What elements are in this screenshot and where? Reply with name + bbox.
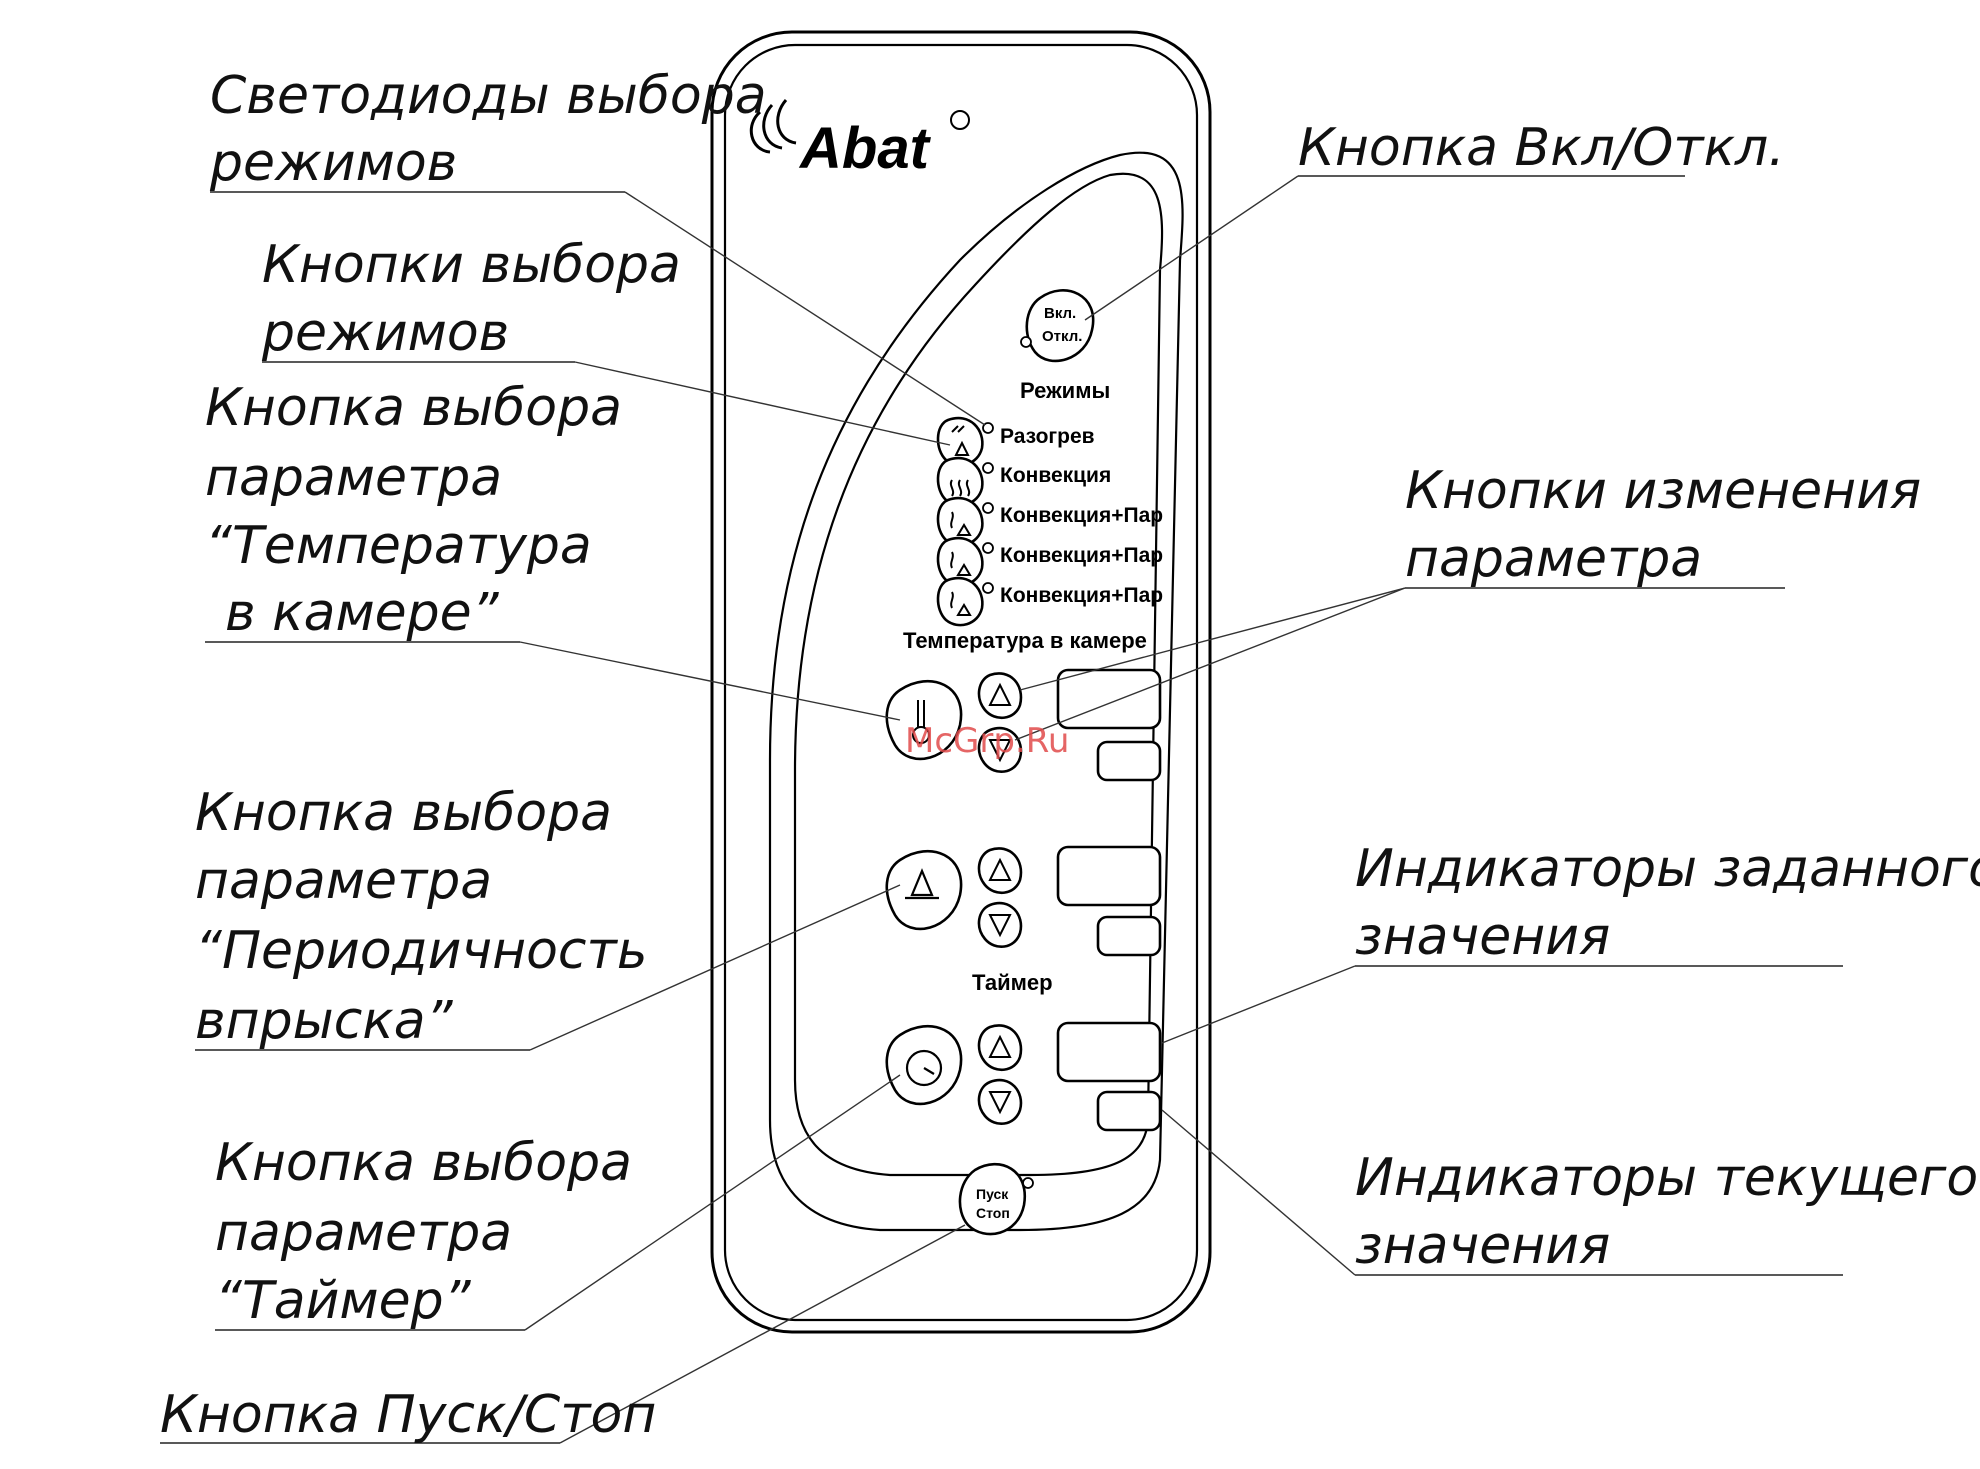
svg-text:Кнопка Вкл/Откл.: Кнопка Вкл/Откл. (1298, 118, 1785, 178)
registered-mark (950, 110, 970, 130)
timer-down-button[interactable] (977, 1078, 1023, 1125)
temperature-title: Температура в камере (903, 628, 1147, 653)
start-stop-led (1022, 1177, 1034, 1189)
svg-text:Кнопки выбора: Кнопки выбора (262, 235, 681, 295)
heating-icon (951, 425, 970, 456)
brand-logo: Abat (749, 99, 970, 181)
power-button-label-on: Вкл. (1044, 305, 1076, 322)
mode-list: Разогрев Конвекция Конвекция+Пар Конвекц… (936, 416, 1163, 627)
callout-power-button: Кнопка Вкл/Откл. (1298, 118, 1785, 178)
panel-inner-border (723, 43, 1199, 1322)
timer-up-button[interactable] (977, 1024, 1023, 1071)
callout-mode-leds: Светодиоды выбора режимов (209, 66, 767, 193)
svg-text:“Таймер”: “Таймер” (215, 1271, 472, 1331)
power-led (1020, 336, 1032, 348)
arrow-up-icon (988, 1034, 1012, 1058)
panel-teardrop-outer (768, 151, 1184, 1232)
clock-icon (905, 1049, 943, 1087)
svg-text:“Периодичность: “Периодичность (195, 921, 647, 981)
mode-button-convection-steam-2[interactable]: Конвекция+Пар (936, 536, 1163, 587)
power-button[interactable]: Вкл. Откл. (1025, 289, 1095, 363)
temperature-set-indicator (1056, 668, 1162, 730)
svg-text:параметра: параметра (215, 1203, 512, 1263)
stop-button-label: Стоп (976, 1205, 1010, 1221)
power-button-label-off: Откл. (1042, 328, 1082, 345)
callout-current-indicators: Индикаторы текущего значения (1355, 1148, 1978, 1276)
convection-steam-icon (950, 511, 972, 536)
callout-injection-button: Кнопка выбора параметра “Периодичность в… (195, 783, 647, 1051)
svg-text:“Температура: “Температура (205, 516, 592, 576)
mode-label-convection-steam-3: Конвекция+Пар (1000, 584, 1163, 607)
mode-label-heating: Разогрев (1000, 425, 1095, 448)
brand-name: Abat (798, 116, 932, 181)
leader-lines (160, 175, 1843, 1444)
thermometer-icon (912, 700, 931, 744)
arrow-up-icon (988, 857, 1012, 881)
svg-text:значения: значения (1355, 907, 1610, 967)
mode-label-convection-steam-2: Конвекция+Пар (1000, 544, 1163, 567)
svg-text:параметра: параметра (1405, 529, 1702, 589)
callout-set-indicators: Индикаторы заданного значения (1355, 839, 1980, 967)
modes-title: Режимы (1020, 378, 1110, 403)
mode-led-convection (982, 462, 994, 474)
injection-down-button[interactable] (977, 901, 1023, 948)
convection-icon (949, 479, 971, 497)
mode-button-convection-steam-1[interactable]: Конвекция+Пар (936, 496, 1163, 547)
callout-temperature-button: Кнопка выбора параметра “Температура в к… (205, 378, 622, 643)
temperature-up-button[interactable] (977, 672, 1023, 719)
svg-text:параметра: параметра (205, 448, 502, 508)
arrow-down-icon (988, 739, 1012, 763)
mode-label-convection-steam-1: Конвекция+Пар (1000, 504, 1163, 527)
svg-text:Кнопка выбора: Кнопка выбора (195, 783, 612, 843)
start-stop-button[interactable]: Пуск Стоп (958, 1163, 1027, 1236)
injection-select-button[interactable] (885, 849, 963, 931)
timer-set-indicator (1056, 1021, 1162, 1083)
svg-text:Кнопки изменения: Кнопки изменения (1405, 461, 1921, 521)
arrow-up-icon (988, 682, 1012, 706)
callout-mode-buttons: Кнопки выбора режимов (261, 235, 681, 363)
convection-steam-icon (950, 551, 972, 576)
svg-text:Индикаторы заданного: Индикаторы заданного (1355, 839, 1980, 899)
svg-text:параметра: параметра (195, 851, 492, 911)
svg-text:в камере”: в камере” (225, 583, 500, 643)
watermark: McGrp.Ru (905, 721, 1069, 761)
mode-button-heating[interactable]: Разогрев (936, 416, 1095, 467)
injection-current-indicator (1096, 915, 1162, 957)
brand-logo-mark (749, 99, 797, 154)
arrow-down-icon (988, 1091, 1012, 1115)
callout-change-buttons: Кнопки изменения параметра (1405, 461, 1921, 589)
mode-led-convection-steam-3 (982, 582, 994, 594)
mode-button-convection-steam-3[interactable]: Конвекция+Пар (936, 576, 1163, 627)
svg-text:впрыска”: впрыска” (195, 991, 454, 1051)
svg-text:Кнопка выбора: Кнопка выбора (205, 378, 622, 438)
convection-steam-icon (950, 591, 972, 616)
injection-up-button[interactable] (977, 847, 1023, 894)
injection-set-indicator (1056, 845, 1162, 907)
temperature-down-button[interactable] (977, 726, 1023, 773)
svg-text:режимов: режимов (209, 133, 457, 193)
svg-text:Кнопка Пуск/Стоп: Кнопка Пуск/Стоп (160, 1385, 656, 1445)
callout-timer-button: Кнопка выбора параметра “Таймер” (215, 1133, 632, 1331)
mode-led-heating (982, 422, 994, 434)
timer-title: Таймер (972, 970, 1053, 995)
steam-injection-icon (905, 868, 939, 900)
timer-select-button[interactable] (885, 1024, 963, 1106)
timer-current-indicator (1096, 1090, 1162, 1132)
mode-led-convection-steam-2 (982, 542, 994, 554)
start-button-label: Пуск (976, 1186, 1009, 1202)
mode-led-convection-steam-1 (982, 502, 994, 514)
svg-text:Кнопка выбора: Кнопка выбора (215, 1133, 632, 1193)
temperature-current-indicator (1096, 740, 1162, 782)
mode-label-convection: Конвекция (1000, 464, 1111, 487)
svg-text:режимов: режимов (261, 303, 509, 363)
arrow-down-icon (988, 914, 1012, 938)
svg-text:Светодиоды выбора: Светодиоды выбора (210, 66, 767, 126)
svg-text:значения: значения (1355, 1216, 1610, 1276)
svg-text:Индикаторы текущего: Индикаторы текущего (1355, 1148, 1978, 1208)
callout-start-stop: Кнопка Пуск/Стоп (160, 1385, 656, 1445)
